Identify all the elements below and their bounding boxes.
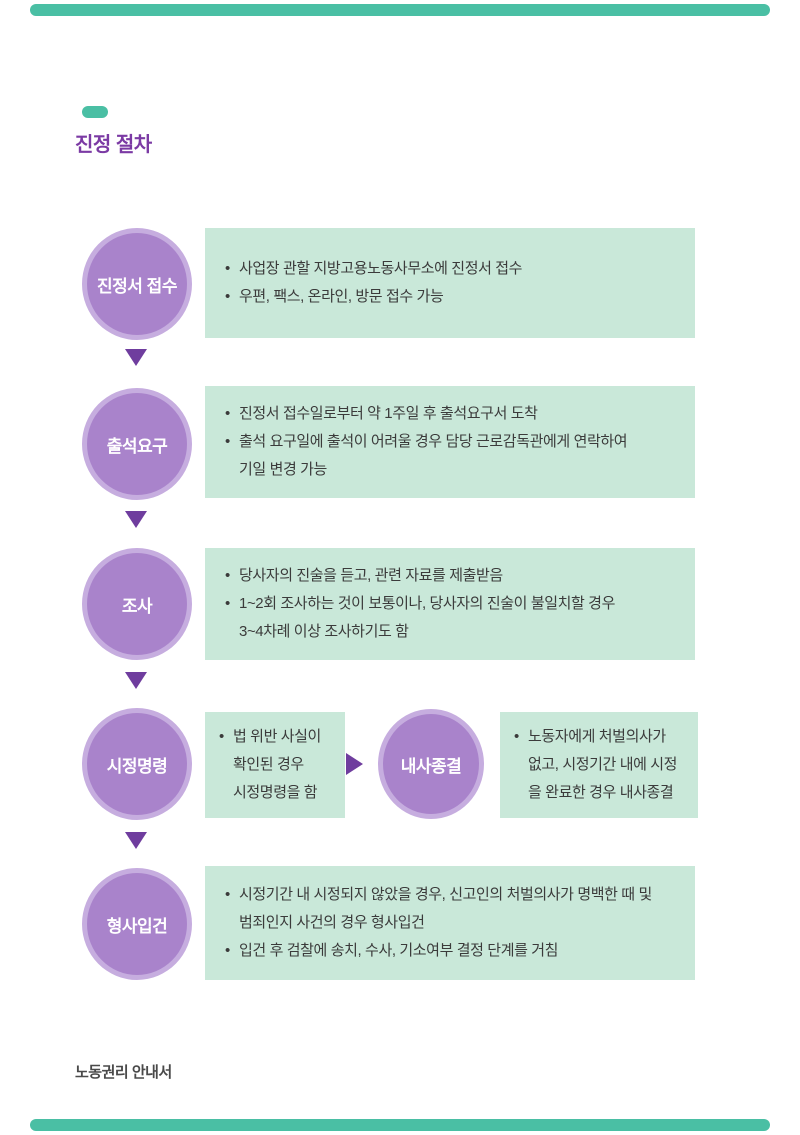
bullet-continuation-line: 기일 변경 가능 [239, 461, 327, 478]
step-circle-correction-order: 시정명령 [82, 708, 192, 820]
down-arrow-icon [125, 672, 147, 689]
right-arrow-icon [346, 753, 363, 775]
step-box-complaint-filing: 사업장 관할 지방고용노동사무소에 진정서 접수 우편, 팩스, 온라인, 방문… [205, 228, 695, 338]
step-box-internal-closure: 노동자에게 처벌의사가 없고, 시정기간 내에 시정 을 완료한 경우 내사종결 [500, 712, 698, 818]
bullet-line: 노동자에게 처벌의사가 [514, 723, 696, 751]
bullet-continuation-line: 시정명령을 함 [233, 784, 318, 801]
step-label-correction-order: 시정명령 [106, 756, 168, 776]
page-title: 진정 절차 [75, 134, 152, 156]
step-circle-investigation: 조사 [82, 548, 192, 660]
bullet-line: 사업장 관할 지방고용노동사무소에 진정서 접수 [225, 255, 689, 283]
step-box-correction-order: 법 위반 사실이 확인된 경우 시정명령을 함 [205, 712, 345, 818]
bullet-line: 출석 요구일에 출석이 어려울 경우 담당 근로감독관에게 연락하여 [225, 428, 689, 456]
down-arrow-icon [125, 349, 147, 366]
bullet-continuation-line: 3~4차례 이상 조사하기도 함 [239, 623, 409, 640]
bullet-continuation-line: 확인된 경우 [233, 756, 304, 773]
bullet-line: 시정기간 내 시정되지 않았을 경우, 신고인의 처벌의사가 명백한 때 및 [225, 881, 689, 909]
bullet-line: 입건 후 검찰에 송치, 수사, 기소여부 결정 단계를 거침 [225, 937, 689, 965]
down-arrow-icon [125, 511, 147, 528]
step-label-attendance-request: 출석요구 [106, 436, 168, 456]
top-rule-bar [30, 4, 770, 16]
step-label-criminal-case: 형사입건 [106, 916, 168, 936]
bottom-rule-bar [30, 1119, 770, 1131]
step-box-attendance-request: 진정서 접수일로부터 약 1주일 후 출석요구서 도착 출석 요구일에 출석이 … [205, 386, 695, 498]
bullet-continuation-line: 을 완료한 경우 내사종결 [528, 784, 674, 801]
bullet-continuation-line: 없고, 시정기간 내에 시정 [528, 756, 678, 773]
down-arrow-icon [125, 832, 147, 849]
step-label-investigation: 조사 [121, 596, 153, 616]
bullet-line: 진정서 접수일로부터 약 1주일 후 출석요구서 도착 [225, 400, 689, 428]
step-box-criminal-case: 시정기간 내 시정되지 않았을 경우, 신고인의 처벌의사가 명백한 때 및 범… [205, 866, 695, 980]
step-label-complaint-filing: 진정서 접수 [97, 276, 177, 296]
step-circle-internal-closure: 내사종결 [378, 709, 484, 819]
bullet-line: 우편, 팩스, 온라인, 방문 접수 가능 [225, 283, 689, 311]
footer-booklet-title: 노동권리 안내서 [75, 1064, 172, 1081]
bullet-line: 법 위반 사실이 [219, 723, 339, 751]
step-circle-complaint-filing: 진정서 접수 [82, 228, 192, 340]
bullet-line: 1~2회 조사하는 것이 보통이나, 당사자의 진술이 불일치할 경우 [225, 590, 689, 618]
section-accent-pill [82, 106, 108, 118]
bullet-continuation-line: 범죄인지 사건의 경우 형사입건 [239, 914, 425, 931]
bullet-line: 당사자의 진술을 듣고, 관련 자료를 제출받음 [225, 562, 689, 590]
step-box-investigation: 당사자의 진술을 듣고, 관련 자료를 제출받음 1~2회 조사하는 것이 보통… [205, 548, 695, 660]
step-label-internal-closure: 내사종결 [400, 756, 462, 776]
step-circle-criminal-case: 형사입건 [82, 868, 192, 980]
step-circle-attendance-request: 출석요구 [82, 388, 192, 500]
